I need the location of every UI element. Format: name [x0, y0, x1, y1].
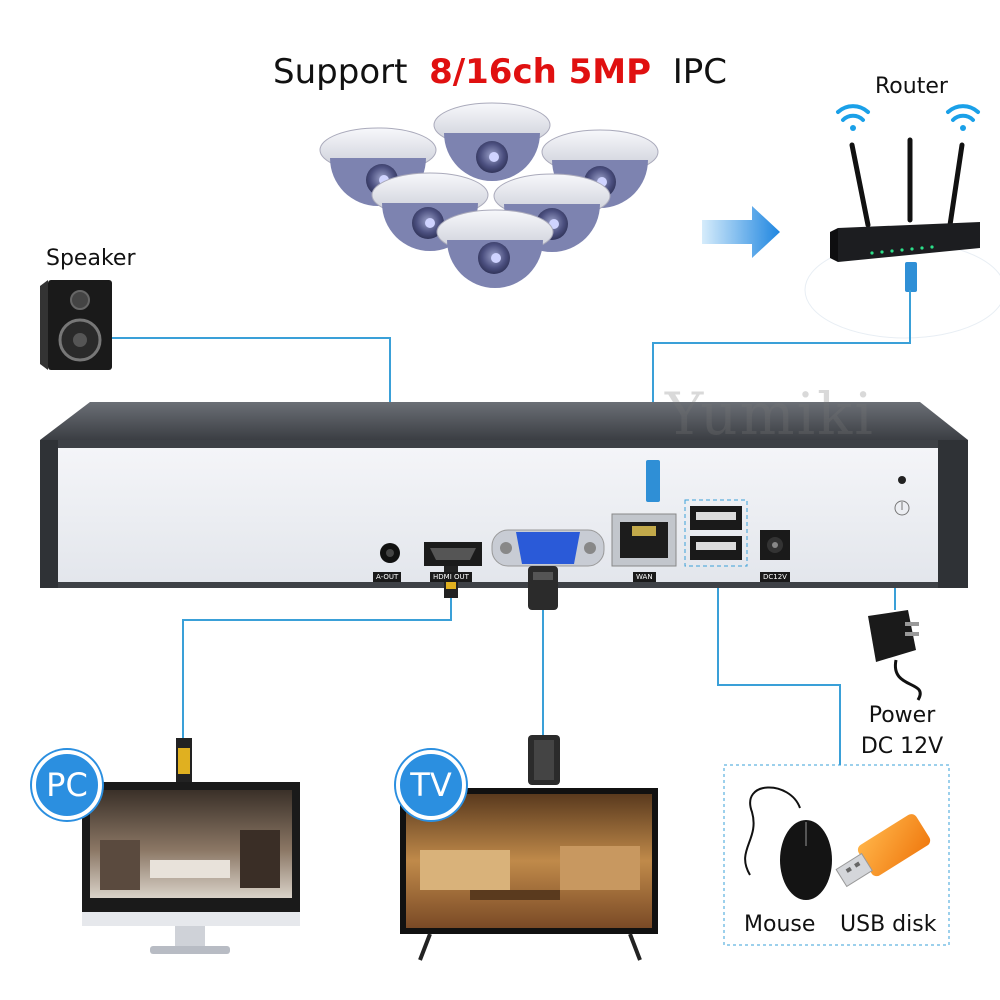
headline: Support 8/16ch 5MP IPC — [0, 52, 1000, 92]
hdmi-label: HDMI OUT — [430, 572, 472, 582]
wifi-signal-icon — [946, 104, 980, 131]
usb-cable — [717, 560, 841, 765]
arrow-right-icon — [702, 206, 780, 258]
hdmi-connector-icon — [176, 738, 192, 782]
reset-button-icon — [894, 476, 910, 516]
ethernet-plug — [646, 460, 660, 502]
dc-power-port — [760, 530, 790, 560]
router-icon — [804, 137, 1000, 339]
usb-disk-icon — [835, 814, 931, 888]
pc-badge: PC — [32, 750, 102, 820]
vga-port — [491, 529, 605, 567]
pc-monitor — [82, 782, 300, 954]
wan-label: WAN — [633, 572, 656, 582]
network-cable — [652, 290, 911, 458]
power-adapter-icon — [868, 610, 922, 701]
headline-prefix: Support — [273, 52, 408, 92]
dome-camera-icon — [433, 102, 551, 181]
vga-plug — [528, 566, 558, 610]
audio-out-label: A-OUT — [373, 572, 402, 582]
headline-highlight: 8/16ch 5MP — [429, 52, 652, 92]
mouse-icon — [744, 786, 832, 900]
usb-ports — [684, 499, 748, 567]
dc-label: DC12V — [760, 572, 790, 582]
power-label: Power — [868, 703, 936, 728]
peripherals-box — [723, 764, 950, 946]
dome-camera-icon — [436, 209, 554, 288]
speaker-icon — [40, 280, 112, 370]
watermark-brand: Yumiki — [665, 380, 875, 448]
audio-out-port — [380, 543, 400, 563]
vga-connector-icon — [528, 735, 560, 785]
router-label: Router — [875, 74, 948, 99]
usb-disk-label: USB disk — [840, 912, 937, 937]
hdmi-cable — [182, 598, 452, 740]
headline-suffix: IPC — [672, 52, 727, 92]
hdmi-port — [424, 542, 482, 566]
mouse-label: Mouse — [744, 912, 816, 937]
tv-badge: TV — [396, 750, 466, 820]
power-spec-label: DC 12V — [860, 734, 944, 759]
hdmi-plug — [444, 566, 458, 598]
ip-camera-cluster — [319, 102, 659, 288]
speaker-label: Speaker — [46, 246, 136, 271]
ethernet-port — [611, 513, 677, 567]
tv-display — [400, 788, 658, 961]
wifi-signal-icon — [836, 104, 870, 131]
